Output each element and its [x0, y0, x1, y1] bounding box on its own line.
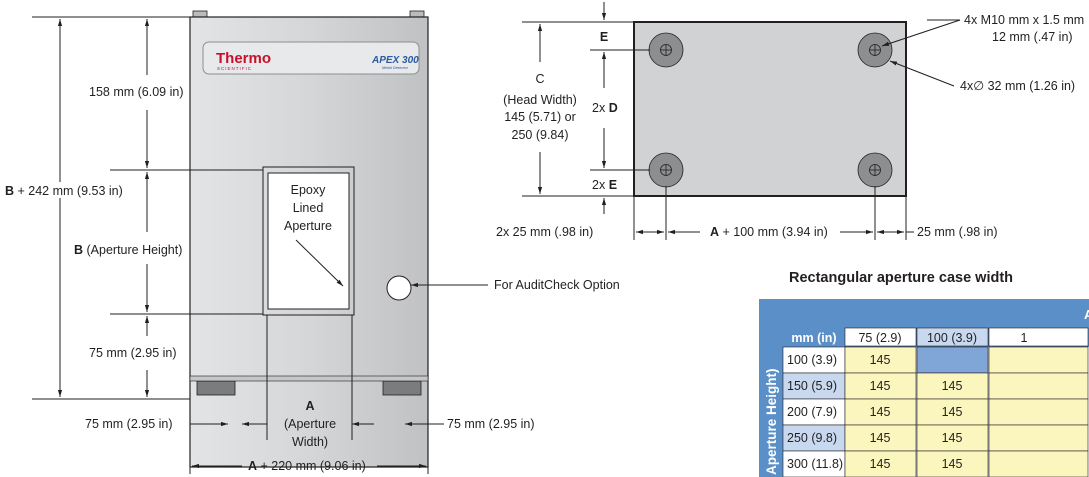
model-name: APEX 300 — [371, 55, 419, 66]
bolt-spec-2: 12 mm (.47 in) — [992, 30, 1073, 44]
table-cell-value: 145 — [870, 405, 891, 419]
table-cell — [844, 450, 917, 477]
table-col-header-cell — [988, 327, 1089, 347]
table-cell-value: 145 — [942, 405, 963, 419]
table-cell-value: 145 — [942, 431, 963, 445]
dim-b-total: B + 242 mm (9.53 in) — [5, 184, 123, 198]
dim-158: 158 mm (6.09 in) — [89, 85, 183, 99]
table-cell — [916, 346, 989, 374]
table-col-header-cell — [916, 327, 989, 347]
table-cell — [916, 372, 989, 400]
aperture-leader — [295, 239, 344, 287]
dim-c-4: 250 (9.84) — [512, 128, 569, 142]
mount-hole-bl — [648, 152, 684, 188]
table-cell — [988, 424, 1089, 452]
dim-c-3: 145 (5.71) or — [504, 110, 576, 124]
table-col-header: 1 — [1021, 331, 1028, 345]
table-cell — [988, 346, 1089, 374]
mount-hole-tl — [648, 32, 684, 68]
aperture-label-1: Epoxy — [291, 183, 326, 197]
table-row-label: 200 (7.9) — [787, 405, 837, 419]
table-col-header: 75 (2.9) — [858, 331, 901, 345]
auditcheck-port — [386, 275, 412, 301]
aperture-inner — [267, 172, 350, 310]
bolt-spec-1: 4x M10 mm x 1.5 mm — [964, 13, 1084, 27]
dim-e-bottom: 2x E — [592, 178, 617, 192]
foot-left — [196, 380, 236, 396]
table-header-a: A — [1084, 307, 1089, 322]
dim-a-letter: A — [305, 399, 314, 413]
model-sub: Metal Detector — [382, 65, 409, 70]
table-row-label: 150 (5.9) — [787, 379, 837, 393]
mount-hole-br — [857, 152, 893, 188]
foot-right — [382, 380, 422, 396]
table-title: Rectangular aperture case width — [789, 270, 1014, 286]
aperture-label-2: Lined — [293, 201, 324, 215]
dim-75-right: 75 mm (2.95 in) — [447, 417, 535, 431]
table-cell — [988, 372, 1089, 400]
hole-spec: 4x∅ 32 mm (1.26 in) — [960, 79, 1075, 93]
dim-a-line-1: (Aperture — [284, 417, 336, 431]
brand-logo: Thermo — [216, 50, 271, 67]
auditcheck-label: For AuditCheck Option — [494, 278, 620, 292]
bolt-leader — [881, 19, 961, 47]
table-cell — [844, 398, 917, 426]
table-row-label-cell — [782, 346, 846, 374]
dim-b-aperture: B (Aperture Height) — [74, 243, 182, 257]
table-cell — [844, 346, 917, 374]
table-col-header: 100 (3.9) — [927, 331, 977, 345]
table-row-label-cell — [782, 450, 846, 477]
logo-panel — [202, 41, 420, 75]
mount-hole-tr — [857, 32, 893, 68]
table-row-label: 300 (11.8) — [787, 457, 843, 471]
table-cell-value: 145 — [870, 431, 891, 445]
hole-leader — [889, 60, 955, 87]
dim-25-left: 2x 25 mm (.98 in) — [496, 225, 593, 239]
table-row-label: 100 (3.9) — [787, 353, 837, 367]
table-cell-value: 145 — [870, 457, 891, 471]
aperture-label-3: Aperture — [284, 219, 332, 233]
dim-d: 2x D — [592, 101, 618, 115]
dim-75-bottom: 75 mm (2.95 in) — [89, 346, 177, 360]
table-cell-value: 145 — [942, 457, 963, 471]
table-corner: mm (in) — [791, 331, 836, 345]
table-cell — [844, 372, 917, 400]
table-side-band — [759, 327, 783, 477]
table-cell — [988, 450, 1089, 477]
dim-a-line-2: Width) — [292, 435, 328, 449]
table-cell-value: 145 — [870, 353, 891, 367]
table-cell — [988, 398, 1089, 426]
body-base-strip — [189, 375, 429, 382]
dim-25-right: 25 mm (.98 in) — [917, 225, 998, 239]
table-header-band — [759, 299, 1089, 327]
table-row-label: 250 (9.8) — [787, 431, 837, 445]
dim-c-2: (Head Width) — [503, 93, 577, 107]
case-width-grid: A Aperture Height) mm (in) 75 (2.9) 100 (… — [759, 299, 1089, 477]
brand-sub-logo: SCIENTIFIC — [217, 66, 252, 71]
dim-a-total: A + 220 mm (9.06 in) — [248, 459, 366, 473]
dim-bg — [2, 182, 122, 198]
table-cell — [916, 450, 989, 477]
front-view: Thermo SCIENTIFIC APEX 300 Metal Detecto… — [2, 10, 620, 474]
table-col-header-cell — [844, 327, 917, 347]
table-side-label: Aperture Height) — [764, 368, 779, 475]
dim-e-top: E — [600, 30, 608, 44]
table-cell — [916, 424, 989, 452]
case-width-table: A Aperture Height) mm (in) 75 (2.9) 100 (… — [759, 269, 1089, 477]
dim-75-left: 75 mm (2.95 in) — [85, 417, 173, 431]
dim-c-1: C — [535, 72, 544, 86]
base-view: C (Head Width) 145 (5.71) or 250 (9.84) … — [496, 2, 1084, 240]
table-cell-value: 145 — [942, 379, 963, 393]
aperture-outer — [262, 166, 355, 316]
dim-a-base: A + 100 mm (3.94 in) — [710, 225, 828, 239]
table-cell-value: 145 — [870, 379, 891, 393]
